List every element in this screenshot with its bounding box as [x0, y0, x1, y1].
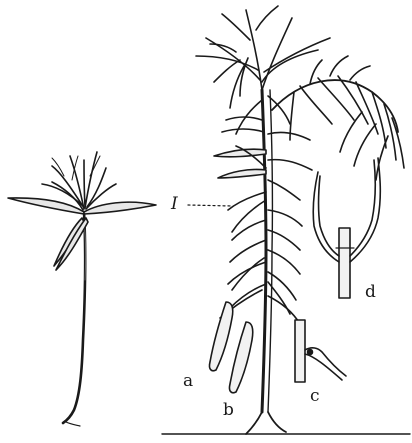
detail-b-leaf [229, 322, 252, 393]
detail-a-leaf [209, 302, 232, 371]
leader-line [188, 205, 232, 206]
young-seedling [8, 152, 156, 426]
detail-d-node [313, 158, 380, 298]
detail-c-segment [295, 320, 346, 382]
label-I: I [171, 196, 178, 213]
label-c: c [310, 388, 320, 405]
label-d: d [365, 284, 376, 301]
label-a: a [183, 373, 193, 390]
label-b: b [223, 402, 234, 419]
